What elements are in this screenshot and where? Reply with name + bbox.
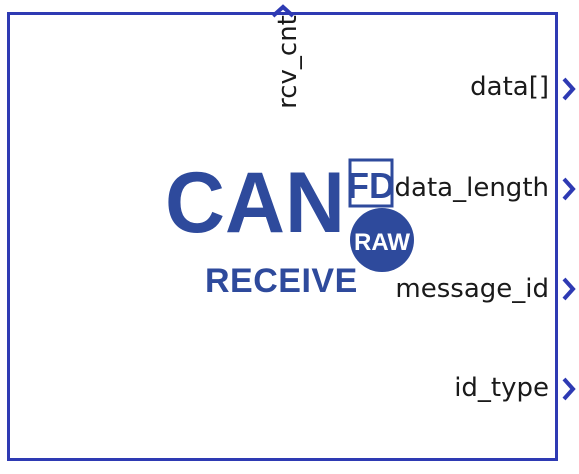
output-port-label-id-type: id_type bbox=[454, 373, 549, 403]
output-port-arrow-icon[interactable] bbox=[560, 276, 578, 302]
output-port-label-data: data[] bbox=[470, 72, 549, 102]
output-port-arrow-icon[interactable] bbox=[560, 176, 578, 202]
input-port-arrow-icon[interactable] bbox=[270, 3, 296, 19]
logo-receive-subtitle: RECEIVE bbox=[205, 262, 358, 300]
can-fd-raw-logo: CAN FD RAW bbox=[165, 155, 414, 272]
logo-raw-text: RAW bbox=[354, 229, 410, 256]
output-port-arrow-icon[interactable] bbox=[560, 76, 578, 102]
output-port-label-data-length: data_length bbox=[394, 173, 549, 203]
can-fd-receive-block[interactable] bbox=[7, 12, 558, 461]
logo-can-text: CAN bbox=[165, 155, 345, 251]
output-port-label-message-id: message_id bbox=[395, 274, 549, 304]
logo-fd-text: FD bbox=[347, 165, 395, 206]
output-port-arrow-icon[interactable] bbox=[560, 376, 578, 402]
input-port-label-rcv-cnt: rcv_cnt bbox=[273, 15, 303, 109]
